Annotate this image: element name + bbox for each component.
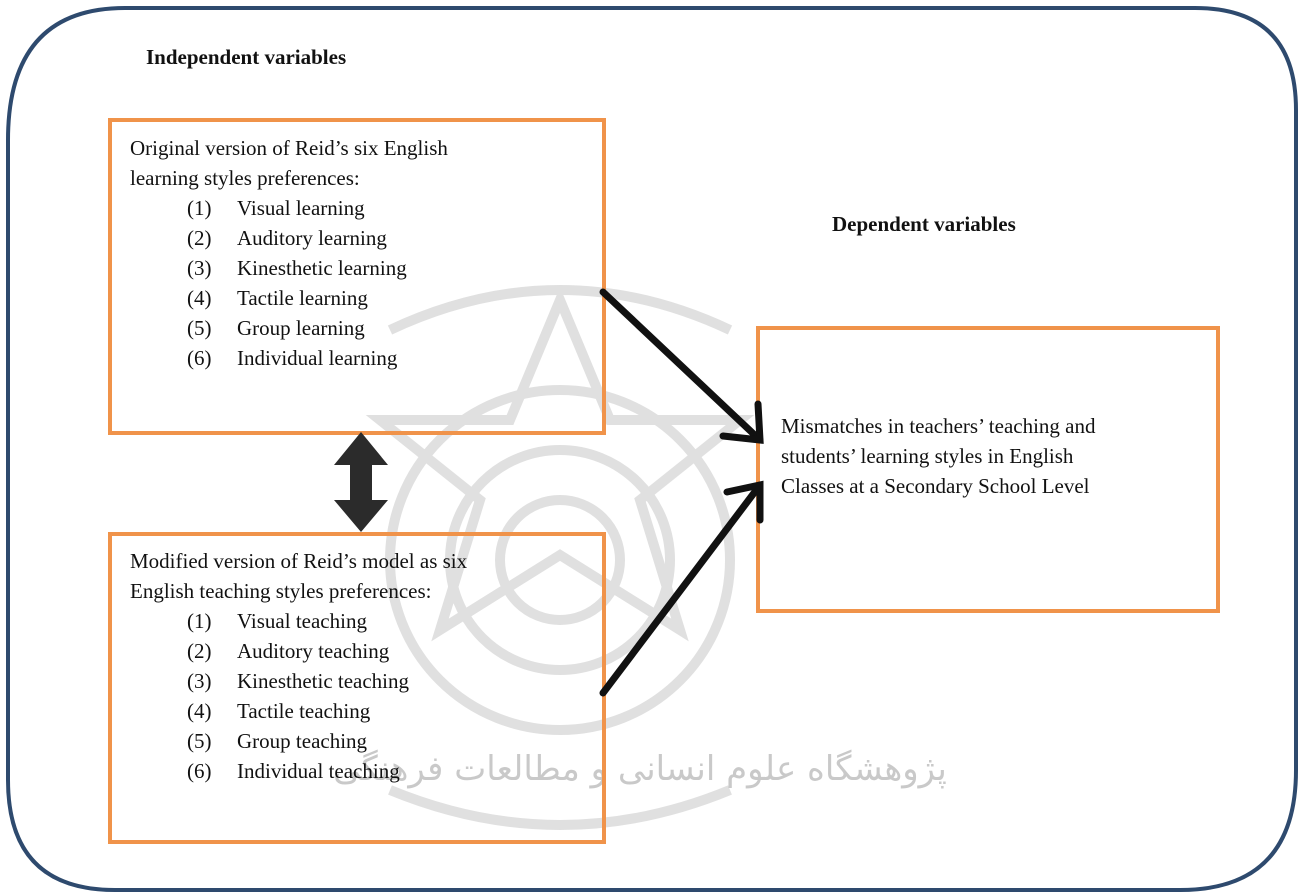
learning-intro-line2: learning styles preferences: <box>130 166 360 190</box>
list-item: (2)Auditory learning <box>187 226 387 250</box>
teaching-intro-line2: English teaching styles preferences: <box>130 579 432 603</box>
teaching-intro-line1: Modified version of Reid’s model as six <box>130 549 468 573</box>
list-item: (5)Group teaching <box>187 729 368 753</box>
list-item: (5)Group learning <box>187 316 365 340</box>
list-item: (2)Auditory teaching <box>187 639 390 663</box>
teaching-styles-text: Modified version of Reid’s model as six … <box>130 546 467 786</box>
learning-intro-line1: Original version of Reid’s six English <box>130 136 448 160</box>
mismatch-line3: Classes at a Secondary School Level <box>781 474 1090 498</box>
watermark-text: پژوهشگاه علوم انسانی و مطالعات فرهنگی <box>333 749 947 789</box>
teaching-to-mismatch-arrow <box>599 480 764 697</box>
learning-to-mismatch-arrow <box>599 288 764 444</box>
mismatch-box <box>756 326 1220 613</box>
list-item: (3)Kinesthetic teaching <box>187 669 410 693</box>
mismatch-line1: Mismatches in teachers’ teaching and <box>781 414 1096 438</box>
list-item: (4)Tactile learning <box>187 286 368 310</box>
list-item: (1)Visual learning <box>187 196 365 220</box>
double-headed-arrow <box>334 432 388 532</box>
dependent-variables-heading: Dependent variables <box>832 212 1016 236</box>
list-item: (6)Individual teaching <box>187 759 400 783</box>
independent-variables-heading: Independent variables <box>146 45 347 69</box>
mismatch-text: Mismatches in teachers’ teaching and stu… <box>781 411 1096 501</box>
list-item: (6)Individual learning <box>187 346 398 370</box>
list-item: (1)Visual teaching <box>187 609 367 633</box>
learning-styles-box <box>108 118 606 435</box>
list-item: (4)Tactile teaching <box>187 699 371 723</box>
learning-styles-text: Original version of Reid’s six English l… <box>130 133 448 373</box>
mismatch-line2: students’ learning styles in English <box>781 444 1074 468</box>
list-item: (3)Kinesthetic learning <box>187 256 407 280</box>
